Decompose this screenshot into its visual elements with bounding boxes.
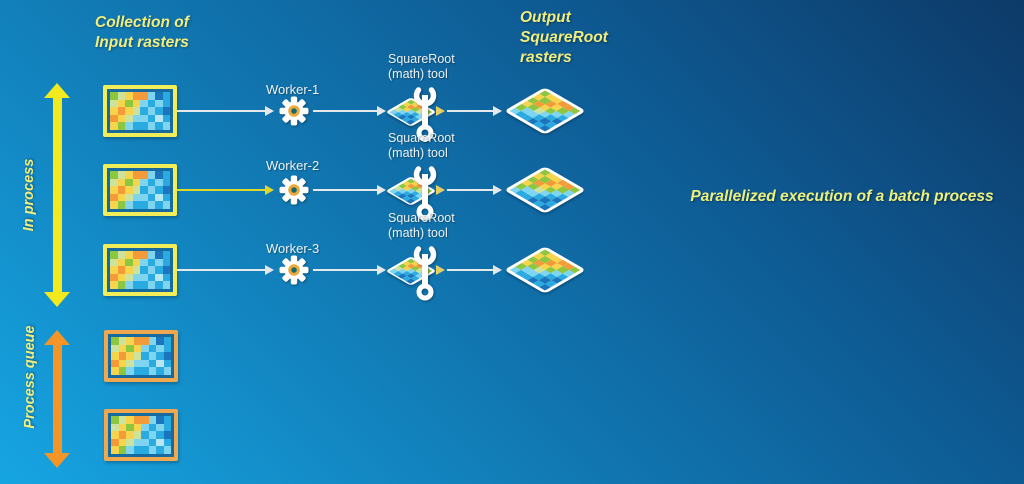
worker-gear-icon [279, 175, 309, 205]
arrow-shaft [52, 343, 62, 455]
process-queue-label: Process queue [22, 325, 38, 429]
flow-line [313, 110, 377, 112]
input-collection-heading: Collection of Input rasters [95, 13, 189, 53]
flow-arrowhead-icon [493, 185, 502, 195]
in-process-range-arrow [44, 83, 70, 307]
flow-line [447, 269, 493, 271]
queued-raster-1 [104, 330, 178, 382]
heading-line: Input rasters [95, 34, 189, 51]
wrench-icon [413, 87, 437, 142]
wrench-icon [413, 246, 437, 301]
heading-line: Output [520, 9, 571, 26]
squareroot-tool-icon-1 [385, 81, 447, 143]
arrow-down-icon [44, 453, 70, 468]
flow-arrowhead-icon [377, 185, 386, 195]
tool-label-line: (math) tool [388, 67, 448, 81]
flow-line-active [177, 189, 265, 191]
worker-gear-icon [279, 96, 309, 126]
arrow-shaft [52, 96, 62, 294]
in-process-label: In process [21, 158, 37, 232]
arrow-up-icon [44, 83, 70, 98]
worker-label-1: Worker-1 [266, 82, 320, 97]
queued-raster-2 [104, 409, 178, 461]
raster-pixels [509, 169, 581, 211]
process-queue-range-arrow [44, 330, 70, 468]
flow-line [313, 189, 377, 191]
tool-label-3: SquareRoot (math) tool [388, 211, 455, 241]
input-raster-3 [103, 244, 177, 296]
flow-line [177, 269, 265, 271]
flow-line [313, 269, 377, 271]
flow-arrowhead-icon [265, 106, 274, 116]
output-raster-1 [503, 85, 587, 137]
heading-line: rasters [520, 49, 572, 66]
worker-label-2: Worker-2 [266, 158, 320, 173]
flow-line [447, 110, 493, 112]
tool-label-2: SquareRoot (math) tool [388, 131, 455, 161]
raster-pixels [111, 337, 171, 375]
raster-pixels [111, 416, 171, 454]
flow-arrowhead-icon [265, 265, 274, 275]
flow-arrowhead-icon [493, 106, 502, 116]
tool-label-line: SquareRoot [388, 131, 455, 145]
worker-gear-icon [279, 255, 309, 285]
flow-arrowhead-icon [377, 106, 386, 116]
tool-label-line: SquareRoot [388, 211, 455, 225]
raster-pixels [110, 171, 170, 209]
tool-output-connector-icon [436, 106, 445, 116]
wrench-icon [413, 166, 437, 221]
diagram-caption: Parallelized execution of a batch proces… [690, 188, 994, 205]
tool-output-connector-icon [436, 185, 445, 195]
raster-pixels [509, 249, 581, 291]
output-raster-3 [503, 244, 587, 296]
tool-output-connector-icon [436, 265, 445, 275]
flow-line [177, 110, 265, 112]
input-raster-1 [103, 85, 177, 137]
flow-line [447, 189, 493, 191]
flow-arrowhead-icon [377, 265, 386, 275]
flow-arrowhead-icon [493, 265, 502, 275]
flow-arrowhead-icon [265, 185, 274, 195]
worker-label-3: Worker-3 [266, 241, 320, 256]
heading-line: Collection of [95, 14, 189, 31]
arrow-up-icon [44, 330, 70, 345]
tool-label-line: (math) tool [388, 226, 448, 240]
raster-pixels [110, 92, 170, 130]
raster-pixels [110, 251, 170, 289]
heading-line: SquareRoot [520, 29, 608, 46]
input-raster-2 [103, 164, 177, 216]
raster-pixels [509, 90, 581, 132]
tool-label-line: SquareRoot [388, 52, 455, 66]
output-rasters-heading: Output SquareRoot rasters [520, 8, 608, 68]
output-raster-2 [503, 164, 587, 216]
tool-label-1: SquareRoot (math) tool [388, 52, 455, 82]
squareroot-tool-icon-2 [385, 160, 447, 222]
arrow-down-icon [44, 292, 70, 307]
squareroot-tool-icon-3 [385, 240, 447, 302]
tool-label-line: (math) tool [388, 146, 448, 160]
